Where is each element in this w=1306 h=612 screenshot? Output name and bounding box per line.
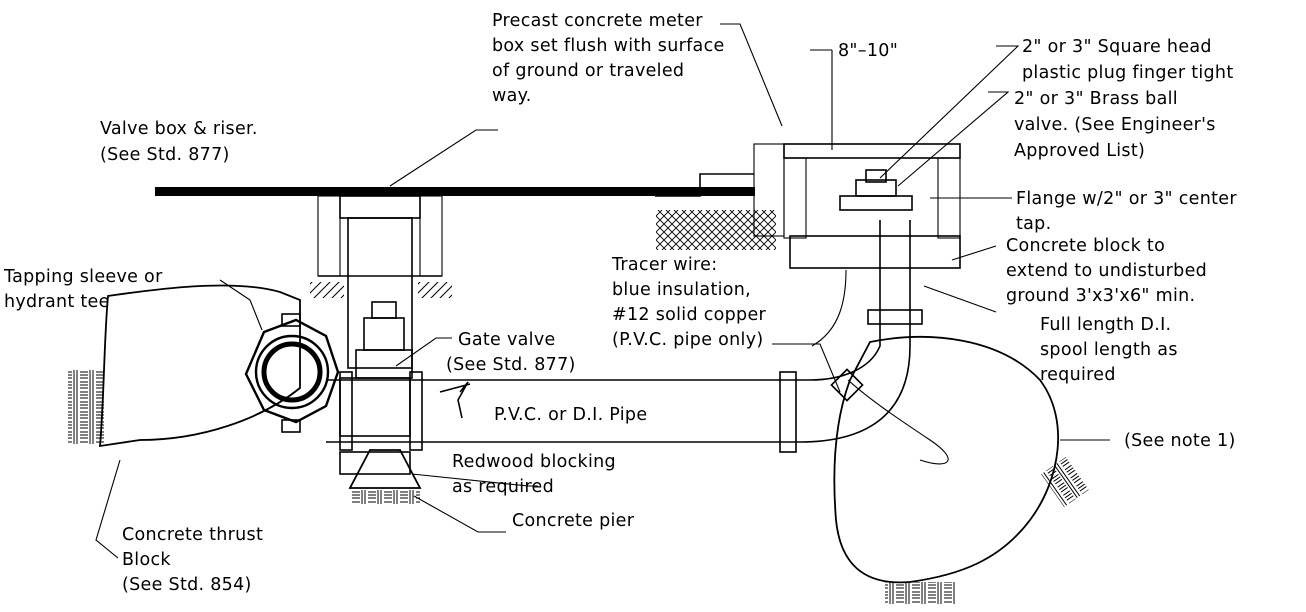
label-meter-box-line2: box set flush with surface — [492, 36, 725, 56]
right-earth-bottom — [885, 582, 955, 604]
label-ball-valve-line1: 2" or 3" Brass ball — [1014, 89, 1178, 109]
tracer-wire-box — [830, 368, 864, 402]
label-tracer-wire: Tracer wire: blue insulation, #12 solid … — [611, 255, 767, 350]
label-tracer-line1: Tracer wire: — [611, 255, 717, 275]
label-pier: Concrete pier — [512, 511, 635, 531]
label-gate-valve-line1: Gate valve — [458, 330, 556, 350]
main-pipe — [326, 220, 923, 453]
label-meter-box-line3: of ground or traveled — [492, 61, 684, 81]
label-concrete-block-line2: extend to undisturbed — [1006, 261, 1207, 281]
label-thrust-line1: Concrete thrust — [122, 525, 263, 545]
left-earth — [68, 370, 104, 444]
label-meter-box-line4: way. — [492, 86, 532, 106]
label-valve-box-line2: (See Std. 877) — [100, 145, 230, 165]
label-thrust-line3: (See Std. 854) — [122, 575, 252, 595]
gate-valve — [339, 301, 413, 437]
label-tapping-line1: Tapping sleeve or — [3, 267, 163, 287]
label-ball-valve-line3: Approved List) — [1014, 141, 1145, 161]
label-tracer-line3: #12 solid copper — [612, 305, 767, 325]
label-concrete-block-line1: Concrete block to — [1006, 236, 1165, 256]
label-plug: 2" or 3" Square head plastic plug finger… — [1022, 37, 1233, 83]
label-plug-line1: 2" or 3" Square head — [1022, 37, 1212, 57]
label-thrust-block: Concrete thrust Block (See Std. 854) — [122, 525, 263, 595]
meter-box — [655, 143, 961, 269]
right-thrust-block — [833, 336, 1059, 584]
label-spool: Full length D.I. spool length as require… — [1040, 315, 1178, 385]
label-concrete-block: Concrete block to extend to undisturbed … — [1006, 236, 1207, 306]
label-tapping-sleeve: Tapping sleeve or hydrant tee — [3, 267, 163, 312]
label-spool-line2: spool length as — [1040, 340, 1178, 360]
label-redwood: Redwood blocking as required — [452, 452, 616, 497]
tapping-sleeve — [244, 313, 340, 433]
label-redwood-line2: as required — [452, 477, 554, 497]
valve-box — [310, 195, 452, 369]
tracer-wire — [811, 269, 949, 465]
label-ball-valve: 2" or 3" Brass ball valve. (See Engineer… — [1014, 89, 1216, 161]
concrete-pier — [348, 449, 422, 489]
label-meter-box: Precast concrete meter box set flush wit… — [492, 11, 725, 106]
label-meter-box-line1: Precast concrete meter — [492, 11, 703, 31]
label-flange-line2: tap. — [1016, 214, 1051, 234]
redwood-blocking — [339, 451, 411, 475]
label-spool-line1: Full length D.I. — [1040, 315, 1171, 335]
leader-lines — [95, 23, 1110, 559]
right-earth-side — [1041, 457, 1089, 507]
label-spool-line3: required — [1040, 365, 1116, 385]
label-thrust-line2: Block — [122, 550, 171, 570]
road-surface — [155, 187, 755, 196]
label-tracer-line2: blue insulation, — [612, 280, 751, 300]
label-flange: Flange w/2" or 3" center tap. — [1016, 189, 1237, 234]
label-tapping-line2: hydrant tee — [4, 292, 110, 312]
label-concrete-block-line3: ground 3'x3'x6" min. — [1006, 286, 1195, 306]
label-flange-line1: Flange w/2" or 3" center — [1016, 189, 1237, 209]
label-dimension: 8"–10" — [838, 41, 898, 61]
label-gate-valve: Gate valve (See Std. 877) — [446, 330, 576, 375]
label-plug-line2: plastic plug finger tight — [1022, 63, 1233, 83]
pier-earth — [350, 490, 420, 504]
label-valve-box-line1: Valve box & riser. — [100, 119, 258, 139]
label-pipe: P.V.C. or D.I. Pipe — [494, 405, 647, 425]
left-thrust-block — [99, 284, 301, 448]
label-valve-box: Valve box & riser. (See Std. 877) — [100, 119, 258, 165]
label-tracer-line4: (P.V.C. pipe only) — [612, 330, 764, 350]
label-gate-valve-line2: (See Std. 877) — [446, 355, 576, 375]
label-ball-valve-line2: valve. (See Engineer's — [1014, 115, 1216, 135]
label-note1: (See note 1) — [1124, 431, 1236, 451]
label-redwood-line1: Redwood blocking — [452, 452, 616, 472]
